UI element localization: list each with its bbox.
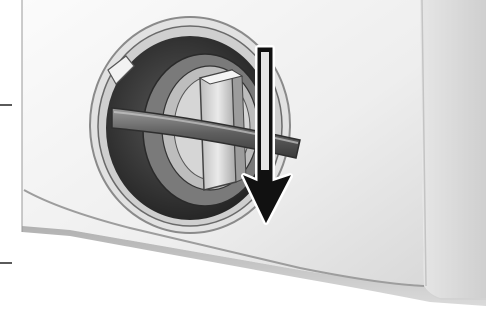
appliance-side-panel: [420, 0, 486, 300]
